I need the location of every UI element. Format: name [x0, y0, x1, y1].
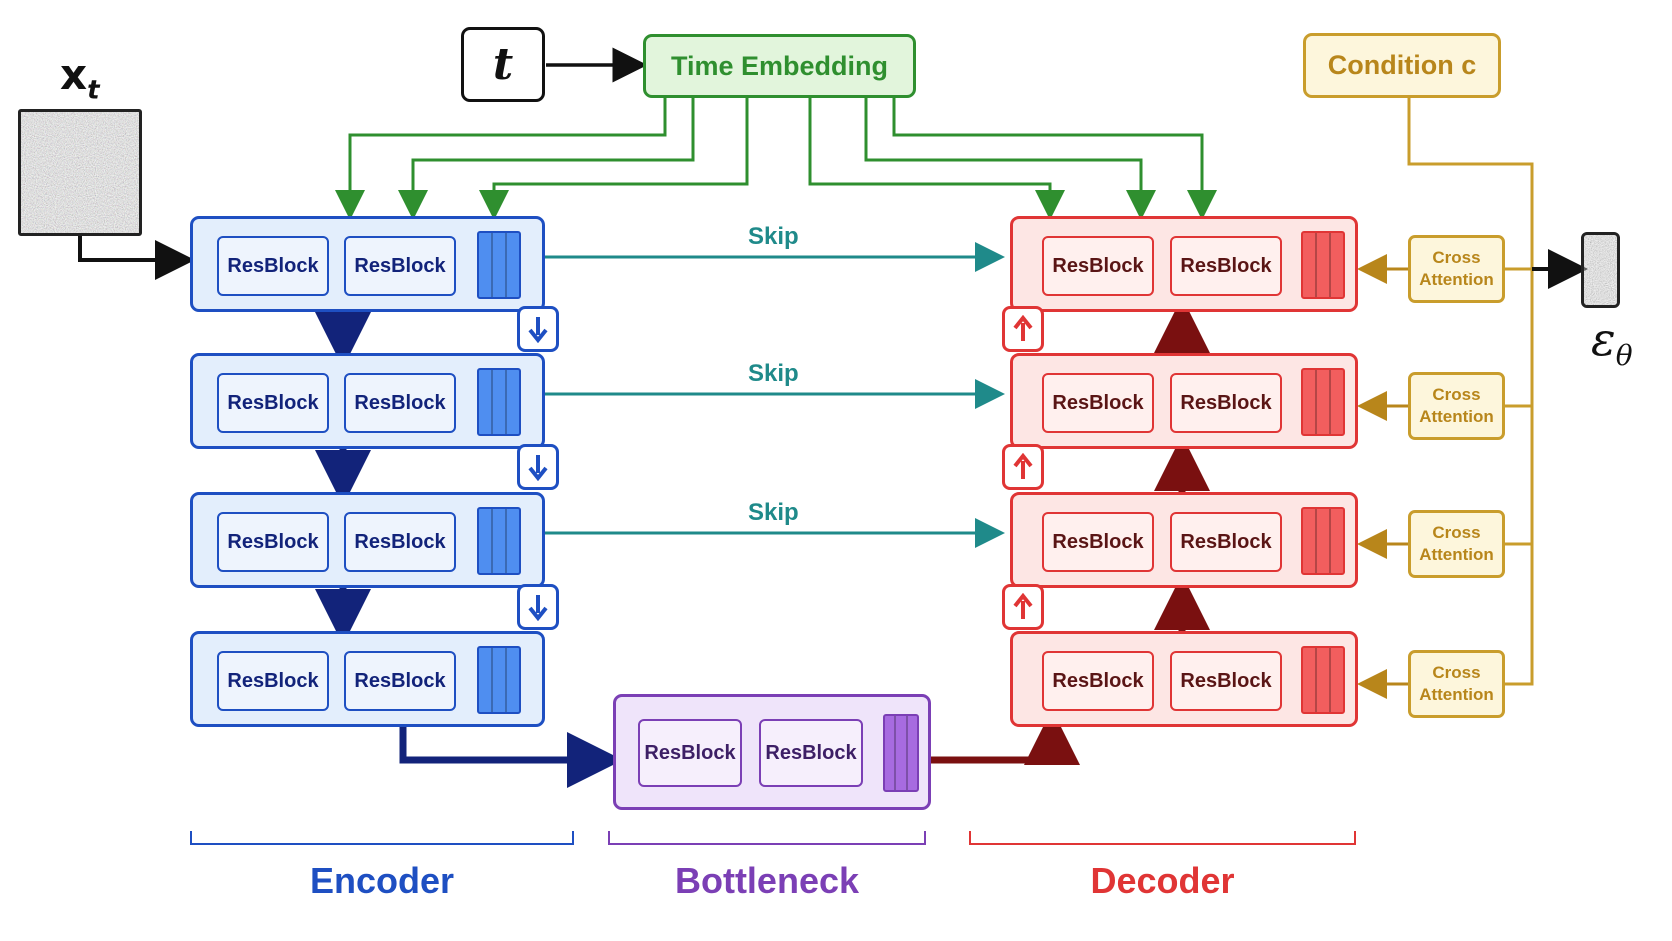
resblock: ResBlock — [759, 719, 863, 787]
cross-attention-line1: Cross — [1432, 248, 1481, 267]
feature-map-icon — [477, 231, 521, 299]
downsample-icon — [517, 584, 559, 630]
feature-map-icon — [477, 646, 521, 714]
downsample-icon — [517, 444, 559, 490]
upsample-icon — [1002, 444, 1044, 490]
decoder-block-1: ResBlock ResBlock — [1010, 216, 1358, 312]
feature-map-icon — [1301, 231, 1345, 299]
predicted-noise-image — [1581, 232, 1620, 308]
cross-attention-line1: Cross — [1432, 385, 1481, 404]
input-subscript: t — [87, 75, 100, 106]
time-embedding-box: Time Embedding — [643, 34, 916, 98]
resblock: ResBlock — [217, 236, 329, 296]
downsample-icon — [517, 306, 559, 352]
noisy-input-image — [18, 109, 142, 236]
cross-attention-line2: Attention — [1419, 407, 1494, 426]
decoder-section-label: Decoder — [1090, 860, 1235, 901]
skip-label: Skip — [748, 499, 799, 526]
cross-attention-3: Cross Attention — [1408, 510, 1505, 578]
output-subscript: θ — [1615, 339, 1633, 373]
resblock: ResBlock — [1042, 373, 1154, 433]
resblock: ResBlock — [217, 373, 329, 433]
condition-box: Condition c — [1303, 33, 1501, 98]
bottleneck-section-label: Bottleneck — [674, 860, 860, 901]
encoder-block-2: ResBlock ResBlock — [190, 353, 545, 449]
resblock: ResBlock — [1042, 651, 1154, 711]
resblock: ResBlock — [1170, 236, 1282, 296]
output-noise-texture — [1584, 235, 1617, 305]
cross-attention-4: Cross Attention — [1408, 650, 1505, 718]
resblock: ResBlock — [1170, 651, 1282, 711]
decoder-block-2: ResBlock ResBlock — [1010, 353, 1358, 449]
skip-label: Skip — [748, 360, 799, 387]
bottleneck-block: ResBlock ResBlock — [613, 694, 931, 810]
cross-attention-line1: Cross — [1432, 523, 1481, 542]
output-symbol: ε — [1591, 312, 1616, 366]
cross-attention-line1: Cross — [1432, 663, 1481, 682]
upsample-icon — [1002, 306, 1044, 352]
resblock: ResBlock — [1042, 512, 1154, 572]
input-label: xt — [60, 50, 120, 106]
decoder-block-4: ResBlock ResBlock — [1010, 631, 1358, 727]
encoder-section-label: Encoder — [309, 860, 455, 901]
output-label: εθ — [1591, 312, 1671, 374]
encoder-block-1: ResBlock ResBlock — [190, 216, 545, 312]
feature-map-icon — [1301, 368, 1345, 436]
decoder-block-3: ResBlock ResBlock — [1010, 492, 1358, 588]
encoder-block-3: ResBlock ResBlock — [190, 492, 545, 588]
feature-map-icon — [1301, 646, 1345, 714]
cross-attention-line2: Attention — [1419, 545, 1494, 564]
cross-attention-2: Cross Attention — [1408, 372, 1505, 440]
resblock: ResBlock — [638, 719, 742, 787]
noise-texture — [21, 112, 139, 233]
resblock: ResBlock — [1170, 373, 1282, 433]
resblock: ResBlock — [217, 512, 329, 572]
cross-attention-line2: Attention — [1419, 270, 1494, 289]
resblock: ResBlock — [344, 373, 456, 433]
skip-label: Skip — [748, 223, 799, 250]
resblock: ResBlock — [1170, 512, 1282, 572]
feature-map-icon — [1301, 507, 1345, 575]
input-symbol: x — [60, 50, 88, 99]
feature-map-icon — [477, 507, 521, 575]
upsample-icon — [1002, 584, 1044, 630]
resblock: ResBlock — [217, 651, 329, 711]
resblock: ResBlock — [344, 512, 456, 572]
feature-map-icon — [883, 714, 919, 792]
resblock: ResBlock — [344, 236, 456, 296]
resblock: ResBlock — [344, 651, 456, 711]
encoder-block-4: ResBlock ResBlock — [190, 631, 545, 727]
resblock: ResBlock — [1042, 236, 1154, 296]
cross-attention-line2: Attention — [1419, 685, 1494, 704]
timestep-box: t — [461, 27, 545, 102]
cross-attention-1: Cross Attention — [1408, 235, 1505, 303]
feature-map-icon — [477, 368, 521, 436]
